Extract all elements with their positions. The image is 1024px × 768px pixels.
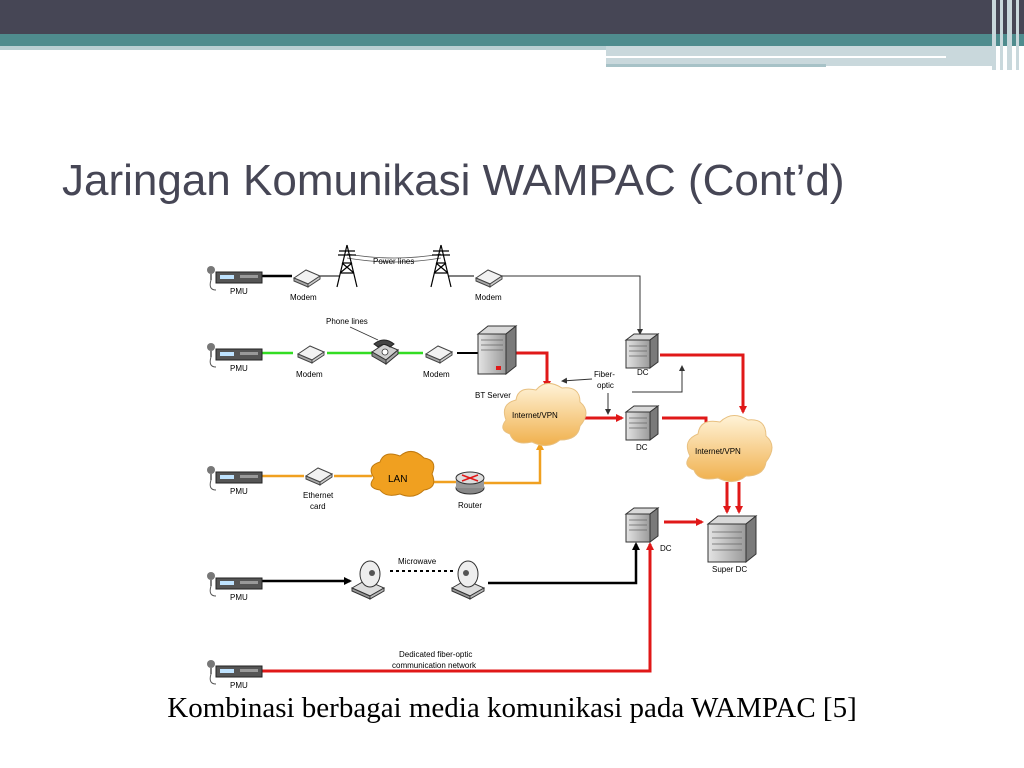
internet-vpn-cloud-left — [502, 383, 587, 446]
phone-lines-pointer — [349, 326, 379, 341]
link-microwave — [262, 542, 640, 585]
header-accent-line-white — [606, 56, 946, 58]
microwave-label: Microwave — [398, 557, 437, 566]
link-dc-top-to-vpn — [660, 353, 747, 414]
dc-label-bottom: DC — [660, 544, 672, 553]
pmu-device-3: PMU — [207, 466, 263, 496]
modem-label-3: Modem — [296, 370, 323, 379]
power-tower-left — [336, 244, 358, 288]
internet-vpn-cloud-right — [686, 415, 773, 482]
pmu-label-3: PMU — [230, 487, 248, 496]
header-accent-band — [0, 34, 1024, 46]
header-vertical-stripes — [988, 0, 1024, 70]
figure-caption: Kombinasi berbagai media komunikasi pada… — [167, 692, 857, 724]
modem-label-4: Modem — [423, 370, 450, 379]
dc-server-middle — [624, 405, 660, 441]
ethernet-card-label-line1: Ethernet — [303, 491, 334, 500]
dc-label-middle: DC — [636, 443, 648, 452]
fiber-optic-label-line1: Fiber- — [594, 370, 615, 379]
bt-server-label: BT Server — [475, 391, 511, 400]
dc-server-bottom — [624, 507, 660, 543]
modem-2 — [474, 269, 504, 288]
link-power-line — [262, 253, 643, 335]
header-accent-line-short — [606, 64, 826, 67]
dc-server-top — [624, 333, 660, 369]
power-lines-label: Power lines — [373, 257, 414, 266]
dedicated-fiber-label-line2: communication network — [392, 661, 477, 670]
link-fiber-optic-left — [561, 377, 593, 384]
microwave-dish-left — [350, 560, 386, 600]
modem-1 — [292, 269, 322, 288]
pmu-label-5: PMU — [230, 681, 248, 690]
phone-lines-label: Phone lines — [326, 317, 368, 326]
pmu-device-2: PMU — [207, 343, 263, 373]
link-phone-line — [262, 351, 551, 389]
internet-vpn-label-right: Internet/VPN — [695, 447, 741, 456]
link-dedicated-fiber — [262, 542, 654, 673]
header-bar — [0, 0, 1024, 34]
super-dc-label: Super DC — [712, 565, 747, 574]
pmu-device-5: PMU — [207, 660, 263, 690]
pmu-label-4: PMU — [230, 593, 248, 602]
internet-vpn-label-left: Internet/VPN — [512, 411, 558, 420]
power-tower-right — [430, 244, 452, 288]
modem-label-2: Modem — [475, 293, 502, 302]
ethernet-card-label-line2: card — [310, 502, 326, 511]
lan-cloud — [370, 451, 435, 497]
link-fiber-optic-right — [632, 365, 685, 393]
microwave-dish-right — [450, 560, 486, 600]
ethernet-card-icon — [304, 467, 334, 486]
modem-label-1: Modem — [290, 293, 317, 302]
link-vpn-to-super-dc — [723, 482, 743, 514]
modem-4 — [424, 345, 454, 364]
fiber-optic-label-line2: optic — [597, 381, 614, 390]
bt-server-icon — [476, 324, 518, 376]
router-label: Router — [458, 501, 482, 510]
dedicated-fiber-label-line1: Dedicated fiber-optic — [399, 650, 472, 659]
telephone-icon — [371, 339, 399, 366]
modem-3 — [296, 345, 326, 364]
dc-label-top: DC — [637, 368, 649, 377]
header-accent-line — [0, 46, 606, 50]
lan-label: LAN — [388, 474, 407, 485]
pmu-device-1: PMU — [207, 266, 263, 296]
pmu-label-1: PMU — [230, 287, 248, 296]
pmu-device-4: PMU — [207, 572, 263, 602]
pmu-label-2: PMU — [230, 364, 248, 373]
slide-title: Jaringan Komunikasi WAMPAC (Cont’d) — [62, 156, 845, 205]
router-icon — [455, 471, 485, 495]
super-dc-server — [706, 514, 758, 564]
